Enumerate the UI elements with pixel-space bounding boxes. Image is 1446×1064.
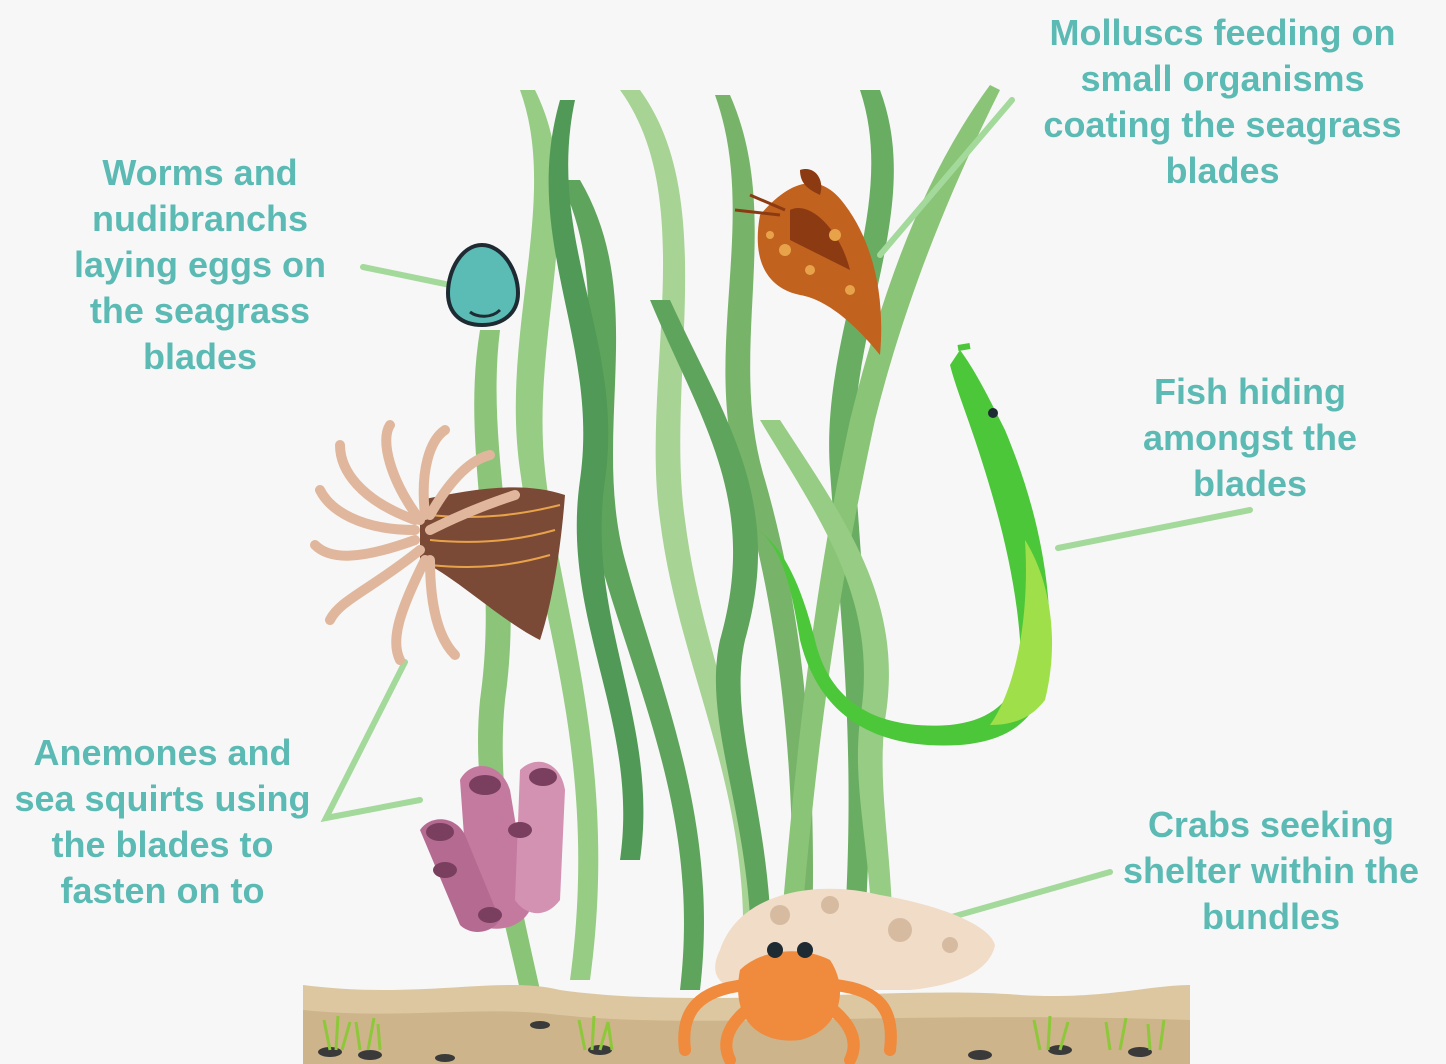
mollusc-icon	[735, 169, 881, 355]
label-line: blades	[1020, 148, 1425, 194]
label-crabs: Crabs seeking shelter within the bundles	[1110, 802, 1432, 940]
label-line: coating the seagrass	[1020, 102, 1425, 148]
leader-line-anemones	[326, 662, 420, 818]
leader-line-fish	[1058, 510, 1250, 548]
label-molluscs: Molluscs feeding on small organisms coat…	[1020, 10, 1425, 194]
label-line: blades	[55, 334, 345, 380]
egg-icon	[448, 245, 518, 325]
label-line: fasten on to	[0, 868, 325, 914]
label-line: Anemones and	[0, 730, 325, 776]
label-line: laying eggs on	[55, 242, 345, 288]
label-line: the blades to	[0, 822, 325, 868]
label-line: Crabs seeking	[1110, 802, 1432, 848]
leader-line-molluscs	[880, 100, 1012, 255]
label-worms-nudibranchs: Worms and nudibranchs laying eggs on the…	[55, 150, 345, 380]
label-line: sea squirts using	[0, 776, 325, 822]
label-line: shelter within the	[1110, 848, 1432, 894]
leader-line-worms	[363, 267, 450, 285]
label-line: small organisms	[1020, 56, 1425, 102]
label-line: nudibranchs	[55, 196, 345, 242]
label-line: Worms and	[55, 150, 345, 196]
label-line: Molluscs feeding on	[1020, 10, 1425, 56]
label-anemones-sea-squirts: Anemones and sea squirts using the blade…	[0, 730, 325, 914]
label-line: blades	[1110, 461, 1390, 507]
label-line: Fish hiding	[1110, 369, 1390, 415]
label-line: amongst the	[1110, 415, 1390, 461]
label-line: the seagrass	[55, 288, 345, 334]
label-line: bundles	[1110, 894, 1432, 940]
label-fish: Fish hiding amongst the blades	[1110, 369, 1390, 507]
sea-squirt-icon	[420, 762, 565, 932]
